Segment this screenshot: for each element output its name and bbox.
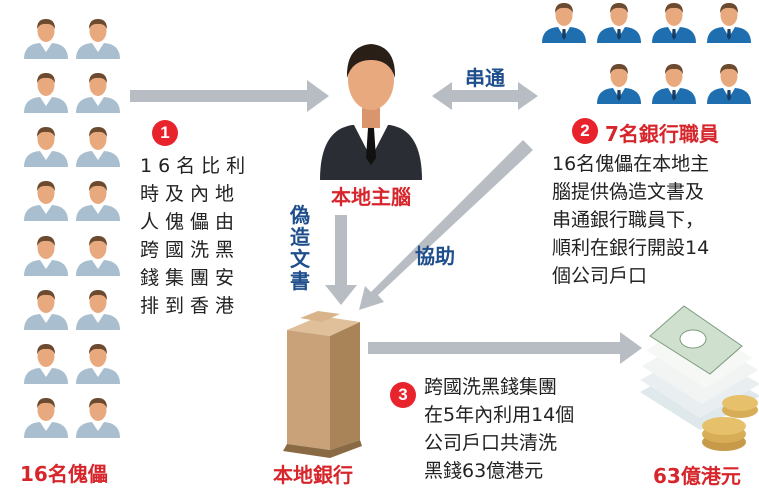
step-2-line: 順利在銀行開設14 <box>552 237 710 259</box>
money-icon <box>640 305 759 451</box>
money-label: 63億港元 <box>653 464 741 488</box>
step-3-line: 在5年內利用14個 <box>424 404 575 426</box>
arrow-puppets-boss <box>130 80 329 112</box>
staff-icon <box>597 3 641 43</box>
assist-label: 協助 <box>415 244 455 268</box>
step-1-line: 排到香港 <box>140 295 241 317</box>
step-1-line: 時及內地 <box>140 183 241 205</box>
staff-icon <box>707 64 751 104</box>
step-1-line: 錢集團安 <box>140 267 241 289</box>
step-3-badge: 3 <box>390 382 416 408</box>
step-3-line: 黑錢63億港元 <box>424 460 544 482</box>
step-1-line: 人傀儡由 <box>140 211 241 233</box>
staff-icon <box>597 64 641 104</box>
step-3-text: 跨國洗黑錢集團 在5年內利用14個 公司戶口共清洗 黑錢63億港元 <box>424 373 574 485</box>
step-2-badge: 2 <box>572 118 598 144</box>
step-2-text: 16名傀儡在本地主 腦提供偽造文書及 串通銀行職員下， 順利在銀行開設14 個公… <box>552 150 709 290</box>
puppet-icon <box>76 344 120 384</box>
forge-label: 偽造文書 <box>290 203 310 293</box>
puppet-icon <box>76 19 120 59</box>
step-1-line: 跨國洗黑 <box>140 239 241 261</box>
puppet-icon <box>24 181 68 221</box>
step-2-line: 個公司戶口 <box>552 265 648 287</box>
collude-label: 串通 <box>465 66 505 90</box>
staff-icons <box>542 3 751 104</box>
arrow-collude <box>432 82 538 110</box>
puppet-icon <box>24 344 68 384</box>
staff-icon <box>542 3 586 43</box>
arrows <box>130 80 642 364</box>
staff-icon <box>707 3 751 43</box>
arrow-assist <box>359 140 533 310</box>
puppet-icon <box>24 398 68 438</box>
puppet-icon <box>24 127 68 167</box>
step-2-line: 腦提供偽造文書及 <box>552 181 705 203</box>
arrow-bank-money <box>368 332 642 364</box>
puppet-icon <box>24 19 68 59</box>
puppet-icon <box>76 73 120 113</box>
arrow-forge <box>325 215 357 305</box>
puppet-icons <box>24 19 120 438</box>
puppets-label: 16名傀儡 <box>20 462 108 486</box>
bank-icon <box>283 311 362 458</box>
puppet-icon <box>24 236 68 276</box>
step-3-line: 跨國洗黑錢集團 <box>424 376 558 398</box>
puppet-icon <box>76 127 120 167</box>
puppet-icon <box>76 398 120 438</box>
step-2-line: 串通銀行職員下， <box>552 209 705 231</box>
step-1-badge: 1 <box>152 120 178 146</box>
puppet-icon <box>76 181 120 221</box>
bank-label: 本地銀行 <box>273 463 353 487</box>
staff-icon <box>652 64 696 104</box>
step-1-text: 16名比利 時及內地 人傀儡由 跨國洗黑 錢集團安 排到香港 <box>140 152 251 320</box>
boss-icon <box>320 44 422 180</box>
boss-label: 本地主腦 <box>331 185 411 209</box>
step-3-line: 公司戶口共清洗 <box>424 432 558 454</box>
puppet-icon <box>24 290 68 330</box>
step-1-line: 16名比利 <box>140 155 252 177</box>
staff-icon <box>652 3 696 43</box>
step-2-line: 16名傀儡在本地主 <box>552 153 710 175</box>
staff-label: 7名銀行職員 <box>605 122 719 146</box>
puppet-icon <box>76 236 120 276</box>
puppet-icon <box>24 73 68 113</box>
puppet-icon <box>76 290 120 330</box>
